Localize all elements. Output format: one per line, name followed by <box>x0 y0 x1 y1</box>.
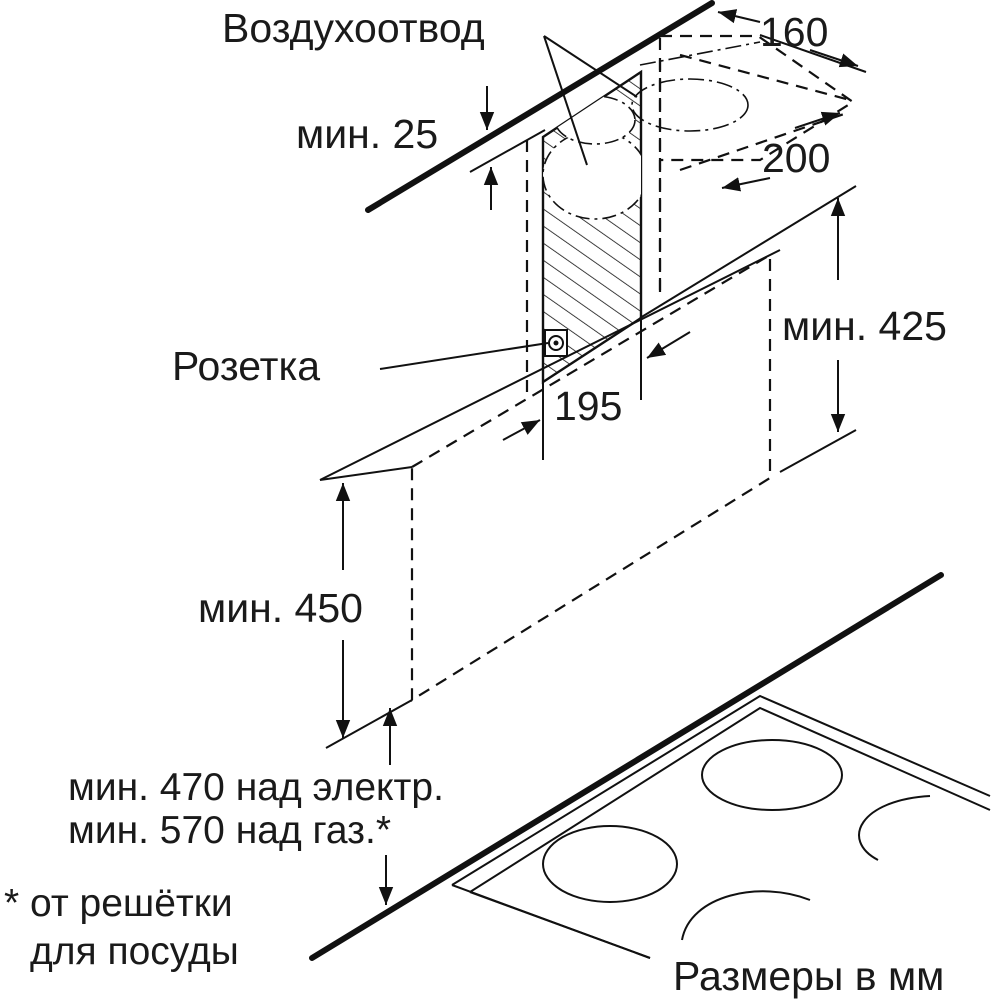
dim-160 <box>717 9 867 73</box>
chimney-duct <box>541 69 643 385</box>
chimney-dashed-outline <box>525 60 662 392</box>
label-socket: Розетка <box>172 343 320 389</box>
cooktop <box>309 572 991 961</box>
ceiling-line <box>365 0 715 213</box>
label-min-425: мин. 425 <box>782 303 947 349</box>
label-min-450: мин. 450 <box>198 585 363 631</box>
label-footnote-line2: для посуды <box>30 930 239 973</box>
dim-min-425 <box>779 198 857 473</box>
socket-icon <box>544 329 568 357</box>
label-note-line2: мин. 570 над газ.* <box>68 809 391 852</box>
air-duct-pointers <box>543 35 638 166</box>
socket-pointer <box>379 342 549 370</box>
dim-min-470-570 <box>378 708 398 905</box>
label-min-25: мин. 25 <box>296 111 438 157</box>
label-note-line1: мин. 470 над электр. <box>68 766 444 809</box>
label-footnote-line1: * от решётки <box>4 882 233 925</box>
label-dim-200: 200 <box>762 135 830 181</box>
hood-body <box>319 185 857 749</box>
label-dim-160: 160 <box>760 9 828 55</box>
label-air-duct: Воздухоотвод <box>222 5 485 51</box>
label-dim-195: 195 <box>554 383 622 429</box>
dim-min-25 <box>469 86 546 210</box>
dim-200 <box>721 111 841 192</box>
label-units: Размеры в мм <box>673 953 944 999</box>
dim-195 <box>502 318 691 460</box>
